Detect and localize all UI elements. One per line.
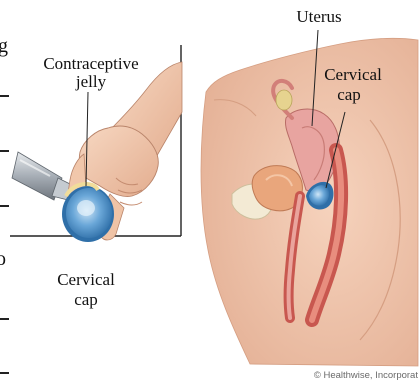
uterus-label: Uterus bbox=[296, 7, 341, 26]
contraceptive-jelly-label-line1: Contraceptive bbox=[43, 54, 138, 73]
cervical-cap-right-label-line2: cap bbox=[337, 85, 361, 104]
applicator-tube bbox=[12, 152, 74, 200]
cervical-cap-left-label-line1: Cervical bbox=[57, 270, 115, 289]
left-edge-char-top: g bbox=[0, 35, 8, 57]
cervical-cap-right-label-line1: Cervical bbox=[324, 65, 382, 84]
contraceptive-jelly-label-line2: jelly bbox=[75, 72, 107, 91]
left-edge-char-bottom: o bbox=[0, 248, 6, 270]
ovary bbox=[276, 90, 292, 110]
anatomy-cross-section: Uterus Cervical cap © Healthwise, Incorp… bbox=[201, 7, 418, 381]
cervical-cap-left-label-line2: cap bbox=[74, 290, 98, 309]
cervical-cap-held bbox=[62, 184, 114, 242]
left-edge-text-fragments: g o bbox=[0, 35, 9, 374]
copyright-credit: © Healthwise, Incorporat bbox=[314, 370, 419, 381]
hand-insertion-panel: Contraceptive jelly Cervical cap bbox=[10, 45, 182, 309]
